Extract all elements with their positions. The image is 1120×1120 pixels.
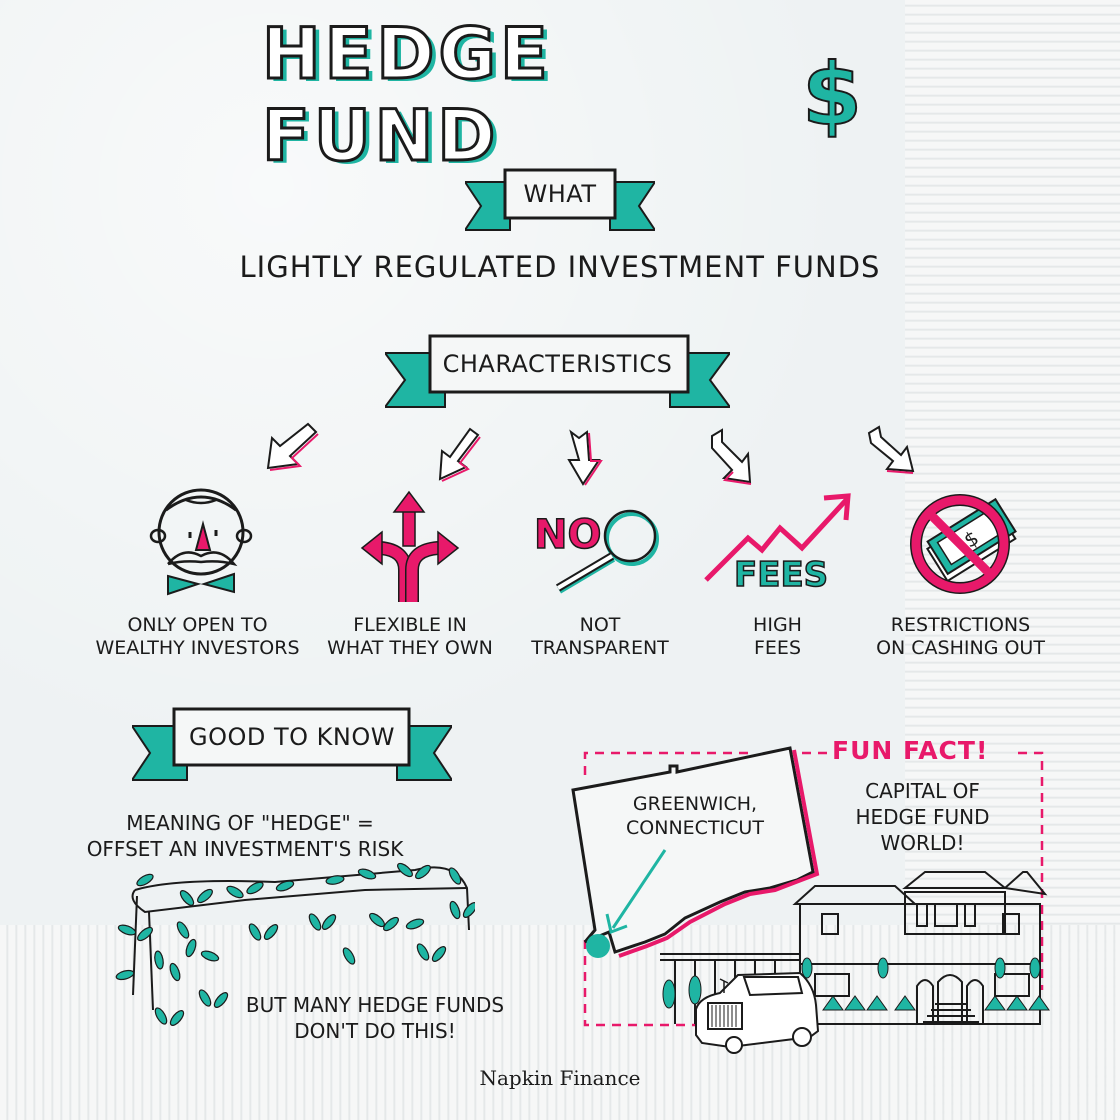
fun-fact-statement-line2: HEDGE FUND [855, 805, 990, 829]
hedge-caveat-line1: BUT MANY HEDGE FUNDS [245, 993, 505, 1017]
fun-fact-statement-line1: CAPITAL OF [865, 779, 980, 803]
brand-footer: Napkin Finance [479, 1066, 641, 1090]
leafy-dollar-icon: $ [801, 44, 863, 146]
what-definition: LIGHTLY REGULATED INVESTMENT FUNDS [239, 250, 881, 284]
arrow-down-right-icon [711, 428, 752, 485]
characteristic-not-transparent-line1: NOT [579, 614, 621, 636]
characteristic-flexible-line2: WHAT THEY OWN [327, 637, 493, 659]
hedge-caveat: BUT MANY HEDGE FUNDS DON'T DO THIS! [230, 992, 520, 1044]
hedge-bush-icon [115, 862, 475, 1026]
hedge-meaning-line2: OFFSET AN INVESTMENT'S RISK [86, 837, 404, 861]
svg-text:NO: NO [534, 512, 601, 558]
title-text: HEDGE FUND [260, 12, 552, 179]
fun-fact-statement: CAPITAL OF HEDGE FUND WORLD! [845, 778, 1000, 856]
hedge-meaning: MEANING OF "HEDGE" = OFFSET AN INVESTMEN… [60, 810, 430, 862]
characteristic-high-fees-line1: HIGH [753, 614, 802, 636]
characteristic-not-transparent: NOT TRANSPARENT [515, 614, 685, 660]
banner-good-to-know-label: GOOD TO KNOW [189, 723, 395, 751]
banner-characteristics-label: CHARACTERISTICS [442, 350, 673, 378]
svg-text:FEES: FEES [734, 555, 828, 593]
characteristic-wealthy-line2: WEALTHY INVESTORS [95, 637, 300, 659]
ribbon-icon [465, 168, 655, 231]
characteristic-restrictions-line2: ON CASHING OUT [876, 637, 1045, 659]
characteristic-wealthy: ONLY OPEN TO WEALTHY INVESTORS [85, 614, 310, 660]
no-cash-icon: $ [910, 494, 1017, 594]
ribbon-icon [132, 707, 452, 781]
fun-fact-location: GREENWICH, CONNECTICUT [610, 792, 780, 840]
arrow-down-icon [567, 429, 603, 486]
banner-what: WHAT [465, 168, 655, 236]
characteristic-not-transparent-line2: TRANSPARENT [531, 637, 669, 659]
fun-fact-location-line1: GREENWICH, [632, 793, 758, 815]
hedge-caveat-line2: DON'T DO THIS! [294, 1019, 456, 1043]
banner-good-to-know: GOOD TO KNOW [132, 706, 452, 784]
fun-fact-dashed-frame [583, 751, 1044, 1027]
characteristic-restrictions-line1: RESTRICTIONS [890, 614, 1031, 636]
page-title: HEDGE FUND $ [260, 12, 862, 179]
connecticut-map-icon [571, 746, 820, 958]
three-way-arrows-icon [360, 490, 460, 602]
characteristic-flexible: FLEXIBLE IN WHAT THEY OWN [320, 614, 500, 660]
wealthy-man-icon [149, 488, 253, 596]
arrow-down-left-icon [266, 422, 319, 471]
characteristic-flexible-line1: FLEXIBLE IN [353, 614, 467, 636]
characteristic-high-fees-line2: FEES [754, 637, 801, 659]
characteristic-wealthy-line1: ONLY OPEN TO [127, 614, 268, 636]
no-magnifier-icon: NO [533, 509, 659, 594]
arrow-down-left-icon [438, 427, 481, 482]
luxury-car-icon [695, 971, 820, 1054]
hedge-meaning-line1: MEANING OF "HEDGE" = [126, 811, 374, 835]
banner-characteristics: CHARACTERISTICS [385, 333, 730, 411]
fun-fact-statement-line3: WORLD! [880, 831, 965, 855]
fun-fact-heading: FUN FACT! [832, 736, 989, 765]
rising-fees-icon: FEES [704, 493, 851, 593]
banner-what-label: WHAT [523, 180, 597, 208]
ribbon-icon [385, 334, 730, 408]
characteristic-restrictions: RESTRICTIONS ON CASHING OUT [868, 614, 1053, 660]
fun-fact-location-line2: CONNECTICUT [626, 817, 764, 839]
characteristic-high-fees: HIGH FEES [715, 614, 840, 660]
arrow-down-right-icon [867, 425, 915, 474]
mansion-icon [660, 871, 1050, 1025]
